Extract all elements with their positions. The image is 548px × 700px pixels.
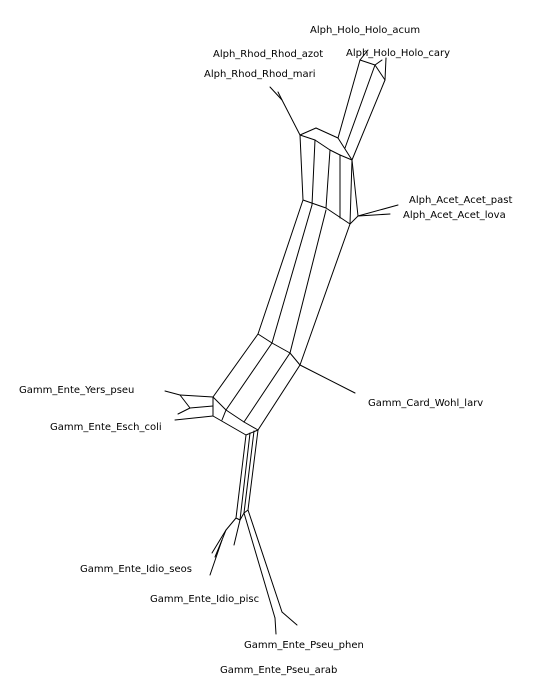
taxon-label-yers-pseu: Gamm_Ente_Yers_pseu: [19, 385, 134, 396]
network-edge: [174, 415, 214, 421]
network-edge: [299, 127, 317, 136]
network-edge: [225, 342, 273, 411]
network-edge: [221, 409, 227, 421]
network-edge: [281, 611, 298, 626]
network-edge: [239, 512, 245, 521]
network-edge: [289, 352, 301, 366]
network-edge: [325, 207, 351, 225]
taxon-label-acet-lova: Alph_Acet_Acet_lova: [403, 210, 506, 221]
network-edges: [164, 49, 399, 635]
network-edge: [349, 215, 359, 225]
network-edge: [257, 364, 301, 431]
network-edge: [281, 99, 301, 136]
taxon-label-rhod-azot: Alph_Rhod_Rhod_azot: [213, 49, 323, 60]
network-edge: [257, 199, 304, 335]
network-edge: [274, 617, 277, 635]
taxon-label-esch-coli: Gamm_Ente_Esch_coli: [50, 422, 162, 433]
network-edge: [374, 64, 386, 81]
taxon-label-pseu-arab: Gamm_Ente_Pseu_arab: [220, 665, 337, 676]
network-edge: [314, 139, 331, 151]
network-edge: [299, 223, 351, 366]
network-edge: [225, 517, 237, 531]
network-edge: [329, 149, 341, 156]
network-edge: [357, 213, 391, 217]
network-edge: [247, 509, 283, 613]
taxon-label-holo-acum: Alph_Holo_Holo_acum: [310, 25, 420, 36]
taxon-label-card-wohl: Gamm_Card_Wohl_larv: [368, 398, 483, 409]
network-edge: [243, 352, 291, 423]
network-edge: [225, 409, 245, 423]
network-edge: [179, 394, 214, 398]
network-edge: [235, 434, 247, 519]
network-edge: [299, 134, 316, 141]
network-edge: [243, 430, 255, 514]
network-edge: [177, 407, 191, 415]
network-edge: [212, 333, 259, 398]
network-edge: [271, 342, 291, 354]
network-edge: [243, 421, 259, 431]
network-edge: [289, 209, 327, 354]
network-edge: [359, 49, 369, 61]
network-edge: [164, 390, 181, 396]
network-edge: [271, 204, 313, 344]
network-edge: [302, 199, 327, 209]
network-edge: [257, 333, 273, 344]
network-edge: [235, 517, 241, 521]
network-edge: [344, 64, 376, 149]
network-edge: [315, 127, 339, 139]
network-edge: [243, 509, 249, 514]
network-edge: [245, 429, 259, 436]
network-edge: [339, 154, 353, 161]
network-edge: [211, 529, 227, 554]
network-edge: [357, 204, 399, 217]
network-edge: [351, 79, 386, 161]
network-edge: [384, 57, 387, 81]
network-edge: [233, 519, 241, 546]
network-edge: [351, 159, 359, 217]
network-edge: [311, 139, 316, 206]
taxon-label-acet-past: Alph_Acet_Acet_past: [409, 195, 512, 206]
network-edge: [221, 529, 227, 541]
network-edge: [243, 512, 276, 619]
network-edge: [269, 86, 283, 101]
network-edge: [325, 149, 331, 209]
taxon-label-idio-seos: Gamm_Ente_Idio_seos: [80, 564, 192, 575]
network-edge: [277, 91, 283, 101]
network-edge: [212, 415, 247, 436]
taxon-label-rhod-mari: Alph_Rhod_Rhod_mari: [204, 69, 316, 80]
network-edge: [299, 134, 304, 201]
network-edge: [359, 59, 376, 66]
taxon-label-pseu-phen: Gamm_Ente_Pseu_phen: [244, 640, 364, 651]
network-edge: [209, 539, 223, 576]
taxon-labels: Alph_Holo_Holo_acum Alph_Holo_Holo_cary …: [19, 25, 512, 676]
network-edge: [247, 429, 259, 511]
network-edge: [212, 396, 227, 411]
network-edge: [349, 159, 353, 225]
network-edge: [179, 394, 191, 409]
network-edge: [337, 137, 353, 161]
network-edge: [337, 59, 361, 139]
taxon-label-holo-cary: Alph_Holo_Holo_cary: [346, 48, 450, 59]
network-edge: [299, 364, 356, 394]
network-edge: [374, 59, 383, 66]
taxon-label-idio-pisc: Gamm_Ente_Idio_pisc: [150, 594, 259, 605]
network-edge: [239, 432, 251, 521]
network-edge: [189, 405, 214, 409]
